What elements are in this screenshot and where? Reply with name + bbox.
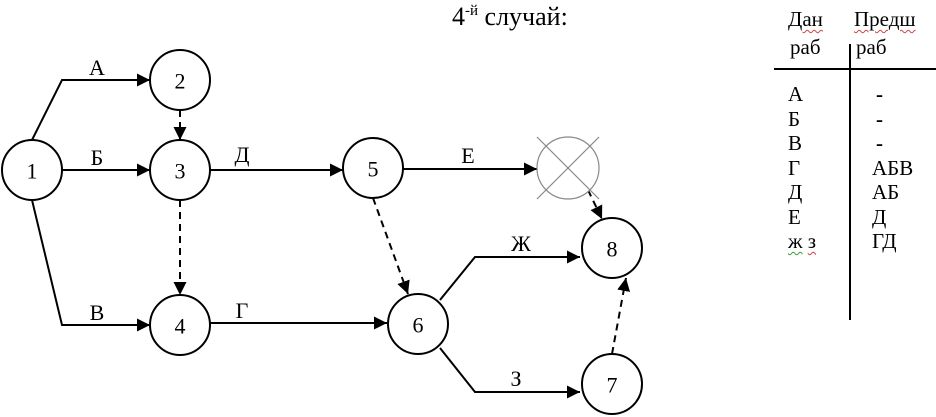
node-label: 5: [368, 157, 379, 182]
title-number: 4: [452, 2, 465, 31]
edge-label-6-8: Ж: [511, 231, 531, 256]
work-cell: Е: [788, 204, 801, 229]
edge-label-1-4: В: [90, 300, 105, 325]
header-col1-line2: раб: [790, 35, 821, 59]
edge-7-8: [611, 277, 631, 355]
node-3: 3: [149, 139, 211, 201]
edge-label-6-7: З: [510, 366, 521, 391]
node-8: 8: [581, 217, 643, 279]
edge-5-6: [372, 197, 410, 295]
work-cell: В: [788, 131, 803, 155]
work-cell: А: [788, 82, 804, 106]
edge-label-5-x: Е: [461, 143, 474, 168]
edge-label-1-2: А: [89, 55, 105, 80]
work-cell: Д: [788, 180, 803, 204]
table-row: ж з ГД: [774, 229, 936, 254]
node-7: 7: [581, 353, 643, 415]
table-row: А-: [774, 82, 936, 107]
node-5: 5: [342, 137, 404, 199]
pred-cell: -: [876, 106, 883, 131]
node-4: 4: [149, 294, 211, 356]
work-cell: Б: [788, 106, 801, 131]
edge-label-4-6: Г: [236, 298, 249, 323]
edge-6-7: [439, 347, 580, 399]
table-header-divider: [774, 68, 936, 70]
node-2: 2: [149, 49, 211, 111]
node-label: 8: [607, 237, 618, 262]
node-label: 7: [607, 373, 618, 398]
pred-cell: -: [876, 131, 883, 155]
pred-cell: АБ: [872, 180, 900, 204]
title-superscript: -й: [465, 3, 479, 19]
table-row: Д АБ: [774, 180, 936, 205]
pred-cell: АБВ: [872, 155, 914, 180]
table-row: Г АБВ: [774, 156, 936, 181]
edge-label-1-3: Б: [91, 145, 104, 170]
node-6: 6: [387, 293, 449, 355]
work-cell: ж з: [788, 229, 817, 253]
edge-1-2: [31, 73, 150, 141]
pred-cell: ГД: [872, 229, 897, 253]
header-col2-line1: Предш: [854, 7, 916, 31]
pred-cell: -: [876, 82, 883, 106]
node-1: 1: [1, 139, 63, 201]
edge-label-3-5: Д: [234, 142, 249, 167]
edge-x-8: [587, 189, 603, 220]
edge-1-4: [31, 199, 150, 332]
table-row: Б-: [774, 107, 936, 132]
node-label: 3: [175, 159, 186, 184]
header-col2-line2: раб: [856, 35, 887, 59]
pred-cell: Д: [872, 204, 887, 229]
node-label: 1: [27, 159, 38, 184]
work-cell: Г: [788, 155, 801, 180]
crossed-out-node: [536, 136, 600, 200]
table-row: В-: [774, 131, 936, 156]
node-label: 2: [175, 69, 186, 94]
node-label: 6: [413, 313, 424, 338]
title-text: случай:: [478, 2, 568, 31]
diagram-title: 4-й случай:: [452, 2, 568, 32]
edge-6-8: [439, 250, 580, 301]
cross-line: [536, 136, 600, 200]
node-label: 4: [175, 314, 186, 339]
header-col1-line1: Дан: [788, 7, 823, 31]
table-column-divider: [849, 44, 851, 320]
